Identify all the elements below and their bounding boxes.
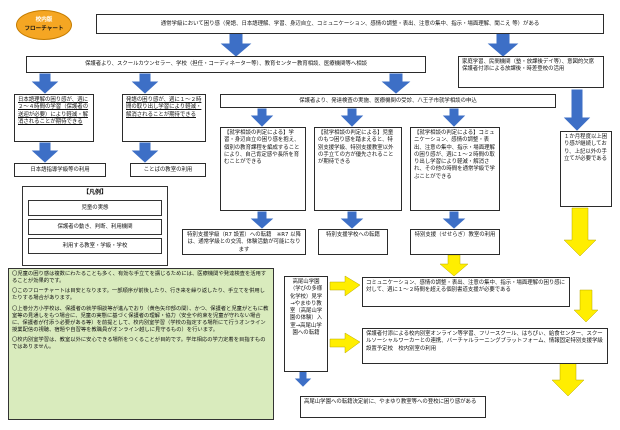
legend-item-parent: 保護者の動き、判断、利用機関	[28, 219, 162, 236]
arrow-yellow-online-koko	[329, 332, 361, 354]
arrow-yellow-month	[563, 207, 597, 257]
arrow-top-consult	[220, 33, 252, 57]
box-speech-class: ことばの教室の利用	[130, 163, 206, 177]
box-special-class: 特別支援学級（R7 設置）への転籍 ※R7 以降は、通常学級との交流、体験活動が…	[182, 229, 306, 255]
box-japanese: 日本語理解の困り感が、週に２〜４時間の学習（保護者の送迎が必要）により軽減・解消…	[14, 94, 94, 142]
arrow-yellow-right	[573, 289, 599, 323]
legend: 【凡例】 児童の実態 保護者の動き、判断、利用機関 利用する教室・学級・学校	[22, 186, 168, 266]
legend-title: 【凡例】	[82, 189, 107, 196]
box-sesera: 特別支援（せせらぎ）教室の利用	[410, 229, 500, 255]
box-online: 保護者付添による校内別室オンライン等学習、フリースクール、はちぴぃ、給食センター…	[362, 328, 608, 364]
title-badge: 校内版 フローチャート	[16, 10, 72, 40]
arrow-consult-apply	[381, 73, 411, 94]
arrow-judge1-special	[250, 211, 274, 229]
box-judge2: 【就学相談の判定による】児童のもつ困り感を踏まえると、特別支援学級、特別支援教室…	[314, 127, 402, 211]
box-home-env: 家庭学習、民間機関（塾・放課後デイ等）、意図的欠席 保護者付添による放課後・時差…	[458, 56, 604, 88]
arrow-consult-speech	[131, 73, 159, 94]
arrow-speech-class	[131, 142, 159, 163]
arrow-judge2-school	[340, 211, 364, 229]
legend-item-class: 利用する教室・学級・学校	[28, 238, 162, 255]
note-4: 〇校内別室学習は、教室以外に安心できる場所をつくることが目的です。学年相応の学力…	[12, 337, 266, 351]
title-line2: フローチャート	[24, 26, 64, 32]
arrow-koko-down	[294, 371, 312, 387]
arrow-yellow-comm-koko	[329, 275, 361, 297]
box-top-main: 通常学級において困り感（発語、日本語理解、学習、身辺自立、コミュニケーション、感…	[96, 14, 604, 34]
note-3: 〇上巻分方小学校は、保護者の就学相談等が進んでおり（黄色矢印部の間）、かつ、保護…	[12, 305, 269, 333]
title-line1: 校内版	[35, 17, 53, 23]
arrow-top-home	[487, 33, 519, 57]
box-judge3: 【就学相談の判定による】コミュニケーション、感情の調整・表出、注意の集中、指示・…	[410, 127, 500, 211]
arrow-apply-judge1	[250, 108, 274, 127]
arrow-apply-judge2	[340, 108, 364, 127]
notes-panel: 〇児童の困り感は複数にわたることも多く、有効な手立てを講じるためには、医療機関や…	[8, 268, 274, 420]
arrow-yellow-sesera	[439, 254, 469, 277]
arrow-consult-japanese	[31, 73, 59, 94]
note-1: 〇児童の困り感は複数にわたることも多く、有効な手立てを講じるためには、医療機関や…	[12, 271, 267, 285]
box-consult: 保護者より、スクールカウンセラー、学校（担任・コーディネーター等）、教育センター…	[26, 56, 426, 73]
note-2: 〇このフローチャートは目安となります。一部順序が前後したり、行き来を繰り返したり…	[12, 288, 265, 302]
box-bottom: 高尾山学園への転籍決定前に、やまゆり教室等への登校に困り感がある	[300, 396, 486, 418]
box-one-month: １か月程度以上困り感が継続しており、上記以外の手立てが必要である	[560, 131, 612, 207]
arrow-apply-judge3	[442, 108, 466, 127]
arrow-home-month	[563, 89, 591, 131]
arrow-japanese-class	[31, 142, 59, 163]
box-parent-apply: 保護者より、発達検査の実施、医療機関の受診、八王子市就学相談の申込	[220, 94, 556, 108]
box-speech: 発語の困り感が、週に１〜２時間の取り出し学習により軽減・解消されることが期待でき…	[122, 94, 206, 142]
box-special-school: 特別支援学校への転籍	[318, 229, 388, 255]
box-japanese-class: 日本語指導学級等の利用	[14, 163, 106, 177]
legend-item-child: 児童の実態	[28, 200, 162, 217]
box-comm: コミュニケーション、感情の調整・表出、注意の集中、指示・場面理解の困り感に対して…	[362, 277, 570, 307]
box-judge1: 【就学相談の判定による】学習・身辺自立の困り感を抱え、個別の教育課程を編成するこ…	[220, 127, 306, 211]
box-koko: 高尾山学園（学びの多様化学校）見学→やまゆり教室（高尾山学園の体験）入室→高尾山…	[284, 276, 328, 372]
arrow-yellow-bottom	[551, 359, 585, 397]
arrow-judge3-sesera	[442, 211, 466, 229]
